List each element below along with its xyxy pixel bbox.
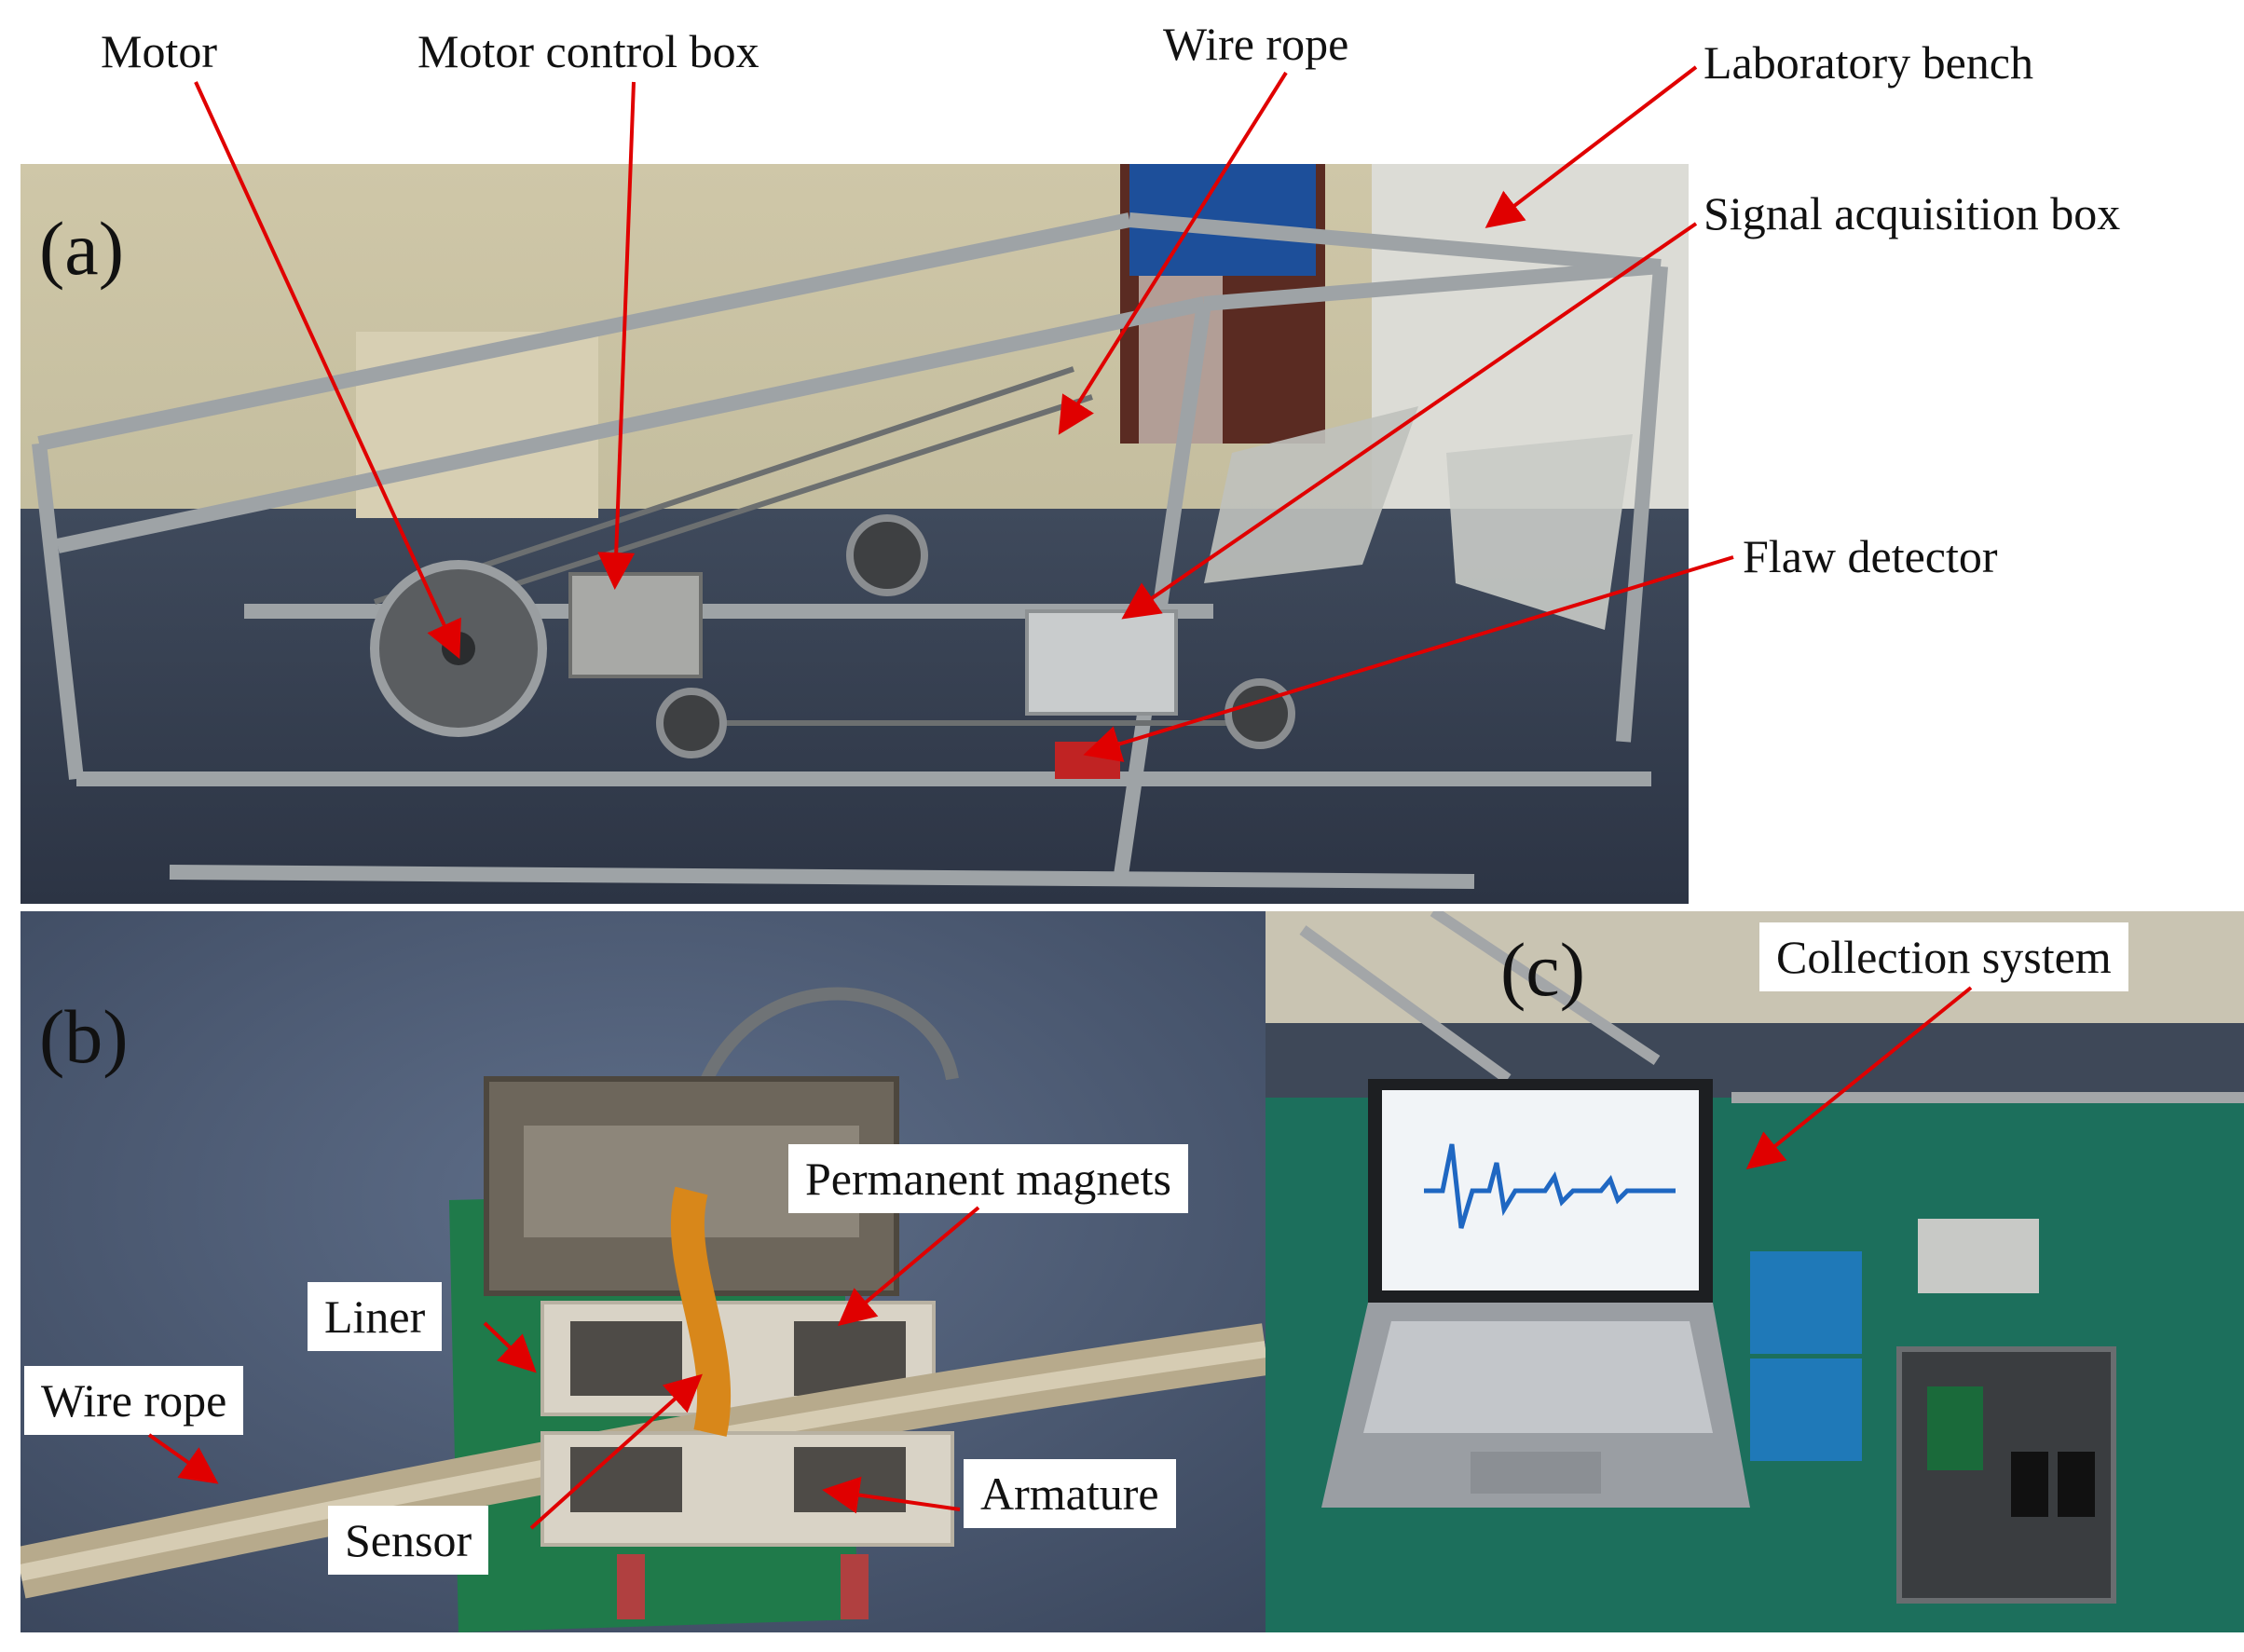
label-armature: Armature [964,1459,1176,1528]
label-signal-acquisition-box: Signal acquisition box [1704,187,2121,239]
label-permanent-magnets: Permanent magnets [788,1144,1188,1213]
photo-panel-a [21,164,1689,904]
label-collection-system: Collection system [1759,922,2128,991]
panel-letter-c: (c) [1500,927,1586,1012]
label-laboratory-bench: Laboratory bench [1704,36,2034,89]
label-flaw-detector: Flaw detector [1743,530,1998,582]
label-wire-rope-a: Wire rope [1163,18,1349,70]
label-motor: Motor [101,25,217,77]
label-motor-control-box: Motor control box [417,25,759,77]
label-sensor: Sensor [328,1506,489,1575]
label-liner: Liner [308,1282,443,1351]
panel-letter-a: (a) [39,206,125,291]
panel-letter-b: (b) [39,994,129,1079]
photo-panel-c [1266,911,2244,1632]
test-bench-photo [21,164,1689,904]
label-wire-rope-b: Wire rope [24,1366,244,1435]
collection-system-photo [1266,911,2244,1632]
